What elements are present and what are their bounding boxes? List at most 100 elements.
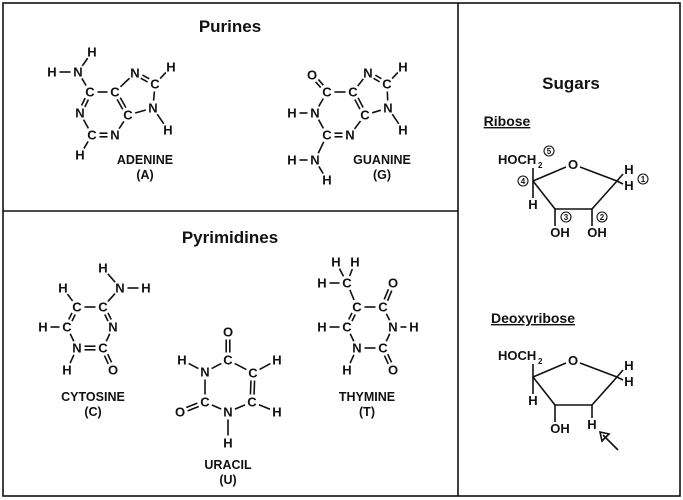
- bond: [140, 77, 148, 83]
- atom-label: O: [223, 325, 233, 340]
- bond: [374, 74, 382, 80]
- bond: [357, 78, 364, 87]
- atom-label: C: [247, 395, 257, 410]
- carbon-number-2: 2: [600, 213, 605, 222]
- atom-label: H: [47, 65, 56, 80]
- bond: [82, 119, 90, 129]
- bond: [532, 180, 556, 210]
- purines-title: Purines: [199, 17, 261, 36]
- atom-label: H: [38, 320, 47, 335]
- adenine-name: ADENINE: [117, 153, 173, 167]
- bond: [159, 71, 167, 80]
- bond: [234, 362, 247, 371]
- atom-label: H: [322, 173, 331, 188]
- subscript-2: 2: [538, 161, 543, 170]
- atom-label: H: [141, 281, 150, 296]
- atom-label: O: [388, 363, 398, 378]
- atom-label: N: [115, 281, 124, 296]
- c1-hydrogen: H: [624, 178, 633, 193]
- atom-label: C: [352, 300, 362, 315]
- atom-label: H: [350, 255, 359, 270]
- guanine-abbreviation: (G): [373, 168, 391, 182]
- atom-label: N: [110, 128, 119, 143]
- atom-label: N: [130, 66, 139, 81]
- c3-hydroxyl: OH: [550, 225, 570, 240]
- bond: [66, 293, 74, 302]
- atom-label: C: [98, 300, 108, 315]
- c1-hydrogen: H: [624, 358, 633, 373]
- bond: [616, 180, 624, 185]
- atom-label: C: [200, 395, 210, 410]
- atom-label: C: [322, 85, 332, 100]
- bond: [318, 166, 324, 174]
- bond: [71, 314, 76, 322]
- atom-label: C: [382, 77, 392, 92]
- bond: [81, 57, 89, 67]
- atom-label: H: [287, 153, 296, 168]
- atom-label: C: [123, 108, 133, 123]
- atom-label: N: [310, 106, 319, 121]
- atom-label: H: [272, 353, 281, 368]
- ring-oxygen: O: [568, 157, 578, 172]
- carbon-number-3-circle: [560, 211, 572, 223]
- cytosine-abbreviation: (C): [84, 405, 101, 419]
- atom-label: H: [75, 148, 84, 163]
- bond: [387, 353, 393, 363]
- bond: [348, 268, 354, 277]
- atom-label: N: [223, 405, 232, 420]
- adenine-abbreviation: (A): [136, 168, 153, 182]
- carbon-number-2-circle: [596, 211, 608, 223]
- bond: [118, 120, 125, 130]
- atom-label: H: [163, 123, 172, 138]
- hoch2-label: HOCH: [498, 152, 536, 167]
- bond: [84, 99, 90, 108]
- bond: [386, 290, 393, 302]
- bond: [156, 113, 165, 125]
- atom-label: C: [98, 341, 108, 356]
- pyrimidines-title: Pyrimidines: [182, 228, 278, 247]
- carbon-number-5-circle: [543, 145, 555, 157]
- deoxyribose-heading: Deoxyribose: [491, 310, 575, 326]
- c2-hydroxyl: OH: [587, 225, 607, 240]
- bond: [211, 362, 222, 370]
- bond: [83, 141, 89, 149]
- carbon-number-5: 5: [547, 147, 552, 156]
- atom-label: N: [388, 320, 397, 335]
- bond: [391, 71, 399, 80]
- bond: [211, 404, 222, 410]
- atom-label: C: [87, 128, 97, 143]
- atom-label: N: [363, 66, 372, 81]
- bond: [105, 333, 111, 342]
- arrow-icon: [598, 430, 611, 443]
- atom-label: N: [383, 101, 392, 116]
- bond: [616, 376, 624, 381]
- bond: [385, 333, 391, 342]
- atom-label: C: [322, 128, 332, 143]
- atom-label: C: [342, 276, 352, 291]
- bond: [353, 120, 362, 130]
- carbon-number-4-circle: [517, 175, 529, 187]
- c1-hydrogen: H: [624, 162, 633, 177]
- atom-label: C: [72, 300, 82, 315]
- bond: [188, 362, 199, 370]
- atom-label: N: [72, 341, 81, 356]
- bond: [317, 78, 324, 86]
- bond: [107, 293, 116, 302]
- bond: [591, 180, 618, 210]
- bond: [185, 402, 198, 409]
- atom-label: H: [62, 363, 71, 378]
- atom-label: O: [175, 405, 185, 420]
- bond: [532, 362, 567, 378]
- atom-label: O: [108, 363, 118, 378]
- bond: [532, 376, 556, 406]
- atom-label: C: [378, 300, 388, 315]
- carbon-number-4: 4: [521, 177, 526, 186]
- c2-hydrogen: H: [587, 417, 596, 432]
- bond: [357, 97, 364, 108]
- bond: [391, 113, 400, 125]
- bond: [616, 369, 624, 378]
